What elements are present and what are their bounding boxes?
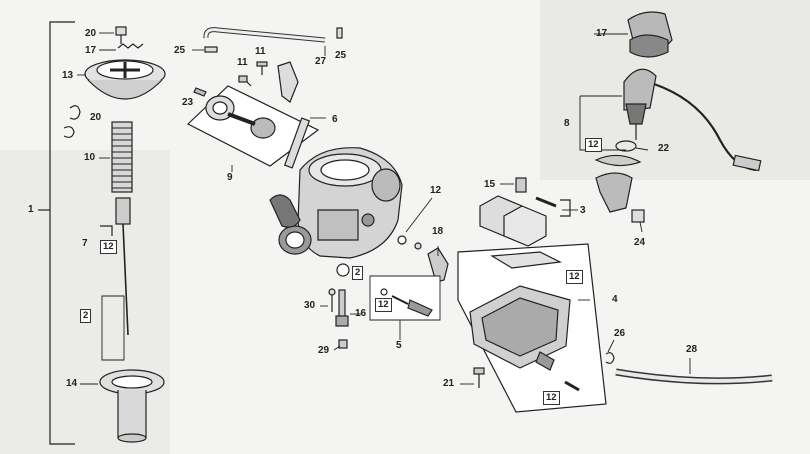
label-part-15: 15 [484,179,496,190]
callout-2-left: 2 [80,309,92,323]
part-18-cap [627,11,673,58]
label-part-9: 9 [227,172,233,183]
label-part-24: 24 [634,237,646,248]
label-part-17: 17 [85,45,97,56]
label-part-14-main: 14 [66,378,78,389]
callout-12-choke: 12 [585,138,602,152]
label-part-25b: 25 [335,50,347,61]
label-part-10: 10 [84,152,96,163]
label-part-11a: 11 [255,46,266,57]
part-10-spring [111,121,133,193]
part-8-choke [579,68,762,172]
part-29-jet [338,339,348,349]
part-8-washer [594,154,642,167]
part-21-screw [473,367,485,388]
part-2-oring [336,263,350,277]
part-9-assembly [186,85,320,167]
part-20-screw [115,26,127,44]
part-3-float [479,177,571,247]
part-17-spring [117,43,144,49]
label-part-30: 30 [304,300,316,311]
part-20-clip [63,105,81,138]
leader-12 [405,197,433,233]
leader-lines [77,32,691,385]
callout-12-bowl: 12 [566,270,583,284]
label-part-13: 13 [62,70,74,81]
part-13-cap [84,59,166,100]
bracket-1 [49,21,75,445]
label-part-25a: 25 [174,45,186,56]
label-part-29: 29 [318,345,330,356]
label-part-28: 28 [686,344,698,355]
part-22-oring [615,140,637,152]
part-14-slide [99,369,165,443]
part-4-float-bowl [457,243,607,413]
label-part-5: 5 [396,340,402,351]
callout-2-center: 2 [352,266,364,280]
bracket-2-left [101,295,125,361]
label-part-12-top: 12 [430,185,442,196]
part-16-jet [335,289,349,327]
callout-12-center: 12 [375,298,392,312]
part-8-body [595,172,633,213]
label-part-3: 3 [580,205,586,216]
part-26-clip [605,352,615,364]
label-part-19: 18 [432,226,444,237]
label-part-4: 4 [612,294,618,305]
callout-12-bottom: 12 [543,391,560,405]
label-part-20b: 20 [90,112,102,123]
label-part-16-main: 16 [355,308,367,319]
part-30-needle [328,288,336,312]
label-part-18: 17 [596,28,608,39]
callout-12-left: 12 [100,240,117,254]
part-11-screws [238,61,299,103]
label-part-6: 6 [332,114,338,125]
label-part-8: 8 [564,118,570,129]
label-part-23: 23 [182,97,194,108]
label-part-7: 7 [82,238,88,249]
part-24-bolt [631,209,645,223]
label-part-27: 27 [315,56,327,67]
label-part-1: 1 [28,204,34,215]
part-23-screw [193,87,207,97]
carburetor-body [269,147,403,259]
part-28-hose [615,368,773,385]
label-part-11b: 11 [237,57,248,68]
label-part-26: 26 [614,328,626,339]
label-part-22: 22 [658,143,670,154]
part-7-needle [100,197,131,336]
part-6-pilot-screw [283,117,311,169]
part-27-vent-tube [203,27,343,53]
label-part-21: 21 [443,378,455,389]
label-part-20: 20 [85,28,97,39]
